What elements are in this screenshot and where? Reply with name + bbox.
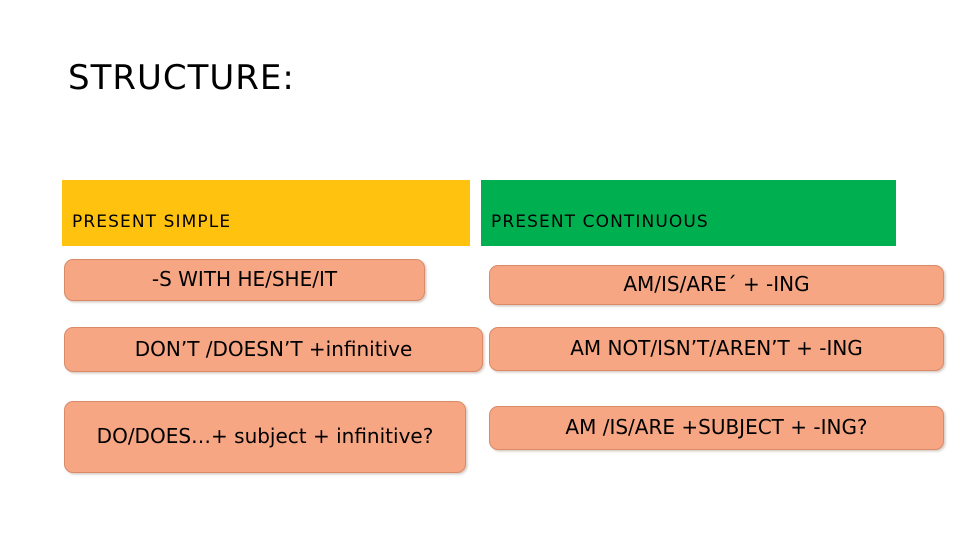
present-simple-negative-pill: DON’T /DOESN’T +infinitive <box>64 327 483 372</box>
column-header-label-present-simple: PRESENT SIMPLE <box>72 212 232 232</box>
column-header-label-present-continuous: PRESENT CONTINUOUS <box>491 212 709 232</box>
present-simple-affirmative-pill: -S WITH HE/SHE/IT <box>64 259 425 301</box>
column-header-present-simple: PRESENT SIMPLE <box>62 180 470 246</box>
present-continuous-negative-pill: AM NOT/ISN’T/AREN’T + -ING <box>489 327 944 371</box>
present-continuous-affirmative-pill: AM/IS/ARE´ + -ING <box>489 265 944 305</box>
present-continuous-question-pill: AM /IS/ARE +SUBJECT + -ING? <box>489 406 944 450</box>
page-title: STRUCTURE: <box>68 58 295 98</box>
column-header-present-continuous: PRESENT CONTINUOUS <box>481 180 896 246</box>
present-simple-question-pill: DO/DOES…+ subject + infinitive? <box>64 401 466 473</box>
